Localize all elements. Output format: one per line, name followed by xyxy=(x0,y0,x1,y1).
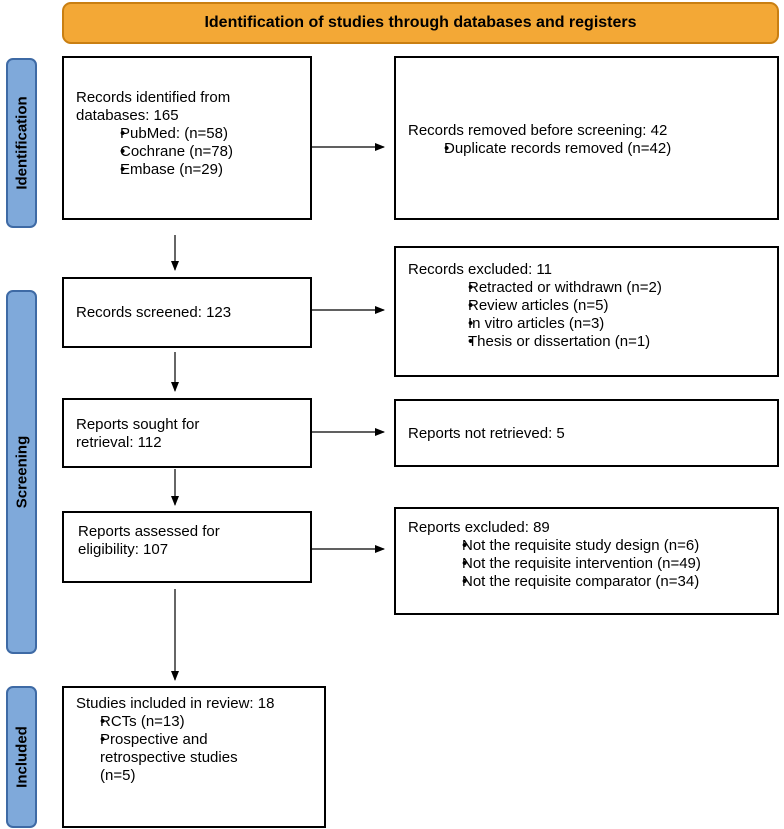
studies-included-box: Studies included in review: 18 RCTs (n=1… xyxy=(62,686,326,828)
header-title: Identification of studies through databa… xyxy=(204,14,637,31)
list-item: Embase (n=29) xyxy=(104,161,298,179)
reports-not-retrieved-box: Reports not retrieved: 5 xyxy=(394,399,779,467)
reports-assessed-box: Reports assessed for eligibility: 107 xyxy=(62,511,312,583)
reports-excluded-list: Not the requisite study design (n=6) Not… xyxy=(408,537,765,591)
records-identified-box: Records identified from databases: 165 P… xyxy=(62,56,312,220)
records-screened-text: Records screened: 123 xyxy=(76,304,232,321)
list-item: Cochrane (n=78) xyxy=(104,143,298,161)
records-removed-list: Duplicate records removed (n=42) xyxy=(408,140,765,158)
records-excluded-list: Retracted or withdrawn (n=2) Review arti… xyxy=(408,279,765,351)
studies-included-list: RCTs (n=13) Prospective and retrospectiv… xyxy=(76,713,312,785)
records-excluded-box: Records excluded: 11 Retracted or withdr… xyxy=(394,246,779,377)
header-banner: Identification of studies through databa… xyxy=(62,2,779,44)
list-item: PubMed: (n=58) xyxy=(104,125,298,143)
list-item: Thesis or dissertation (n=1) xyxy=(442,333,765,351)
stage-screening-label: Screening xyxy=(13,435,30,509)
reports-sought-box: Reports sought for retrieval: 112 xyxy=(62,398,312,468)
stage-screening: Screening xyxy=(6,290,37,654)
records-removed-text: Records removed before screening: 42 xyxy=(408,122,668,139)
list-item: RCTs (n=13) xyxy=(84,713,312,731)
stage-included-label: Included xyxy=(13,726,30,788)
stage-included: Included xyxy=(6,686,37,828)
list-item: Review articles (n=5) xyxy=(442,297,765,315)
list-item: Not the requisite study design (n=6) xyxy=(436,537,765,555)
reports-excluded-box: Reports excluded: 89 Not the requisite s… xyxy=(394,507,779,615)
reports-assessed-text: Reports assessed for eligibility: 107 xyxy=(78,523,220,558)
records-identified-text: Records identified from databases: 165 xyxy=(76,89,231,124)
list-item: Prospective and retrospective studies (n… xyxy=(84,731,270,785)
list-item: Duplicate records removed (n=42) xyxy=(430,140,765,158)
records-removed-box: Records removed before screening: 42 Dup… xyxy=(394,56,779,220)
list-item: In vitro articles (n=3) xyxy=(442,315,765,333)
list-item: Not the requisite intervention (n=49) xyxy=(436,555,765,573)
stage-identification: Identification xyxy=(6,58,37,228)
records-identified-list: PubMed: (n=58) Cochrane (n=78) Embase (n… xyxy=(76,125,298,179)
list-item: Retracted or withdrawn (n=2) xyxy=(442,279,765,297)
reports-not-retrieved-text: Reports not retrieved: 5 xyxy=(408,425,565,442)
list-item: Not the requisite comparator (n=34) xyxy=(436,573,765,591)
studies-included-text: Studies included in review: 18 xyxy=(76,695,275,712)
reports-sought-text: Reports sought for retrieval: 112 xyxy=(76,416,200,451)
reports-excluded-text: Reports excluded: 89 xyxy=(408,519,550,536)
records-screened-box: Records screened: 123 xyxy=(62,277,312,348)
stage-identification-label: Identification xyxy=(13,96,30,190)
records-excluded-text: Records excluded: 11 xyxy=(408,261,552,278)
